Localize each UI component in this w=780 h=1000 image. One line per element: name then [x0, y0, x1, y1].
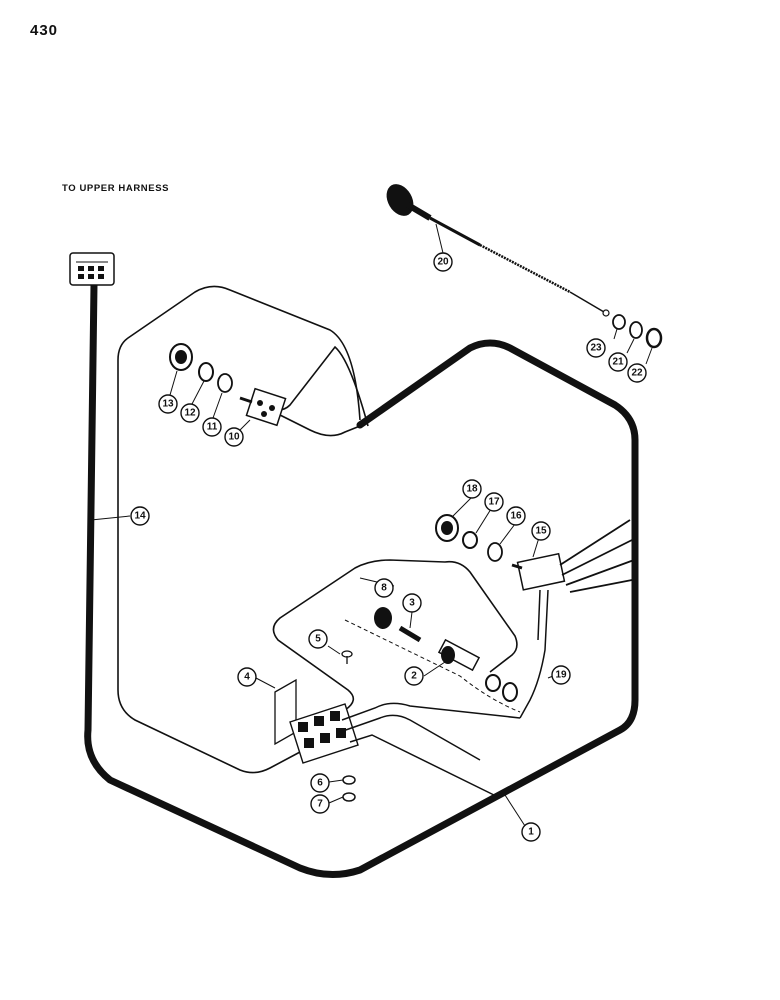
svg-text:2: 2: [411, 671, 417, 682]
callout-5: 5: [308, 629, 328, 649]
screw-5: [341, 650, 353, 664]
svg-text:17: 17: [488, 497, 500, 508]
callout-12: 12: [180, 403, 200, 423]
knob-18: [435, 514, 459, 542]
callout-23: 23: [586, 338, 606, 358]
callout-8: 8: [374, 578, 394, 598]
switch-15: [511, 552, 566, 591]
svg-text:14: 14: [134, 511, 146, 522]
callout-7: 7: [310, 794, 330, 814]
callout-22: 22: [627, 363, 647, 383]
nut-6: [342, 775, 356, 785]
terminal-block: [289, 703, 359, 764]
callout-4: 4: [237, 667, 257, 687]
callout-17: 17: [484, 492, 504, 512]
svg-text:3: 3: [409, 598, 415, 609]
callout-1: 1: [521, 822, 541, 842]
knob-13: [169, 343, 193, 371]
svg-text:4: 4: [244, 672, 250, 683]
svg-text:8: 8: [381, 583, 387, 594]
svg-text:5: 5: [315, 634, 321, 645]
switch-10: [239, 387, 287, 427]
svg-text:22: 22: [631, 368, 643, 379]
svg-text:6: 6: [317, 778, 323, 789]
svg-text:15: 15: [535, 526, 547, 537]
fuse-holder-2: [374, 607, 481, 672]
callout-15: 15: [531, 521, 551, 541]
upper-harness-connector: [69, 252, 115, 286]
callout-3: 3: [402, 593, 422, 613]
callout-16: 16: [506, 506, 526, 526]
washer-12: [198, 362, 214, 382]
callout-19: 19: [551, 665, 571, 685]
nut-7: [342, 792, 356, 802]
callout-10: 10: [224, 427, 244, 447]
choke-cable-20: [386, 184, 610, 317]
svg-text:21: 21: [612, 357, 624, 368]
svg-text:10: 10: [228, 432, 240, 443]
switch-10-wire-loop: [117, 285, 366, 774]
svg-text:23: 23: [590, 343, 602, 354]
washer-2a: [485, 674, 501, 692]
washer-21: [629, 321, 643, 339]
svg-text:1: 1: [528, 827, 534, 838]
svg-text:13: 13: [162, 399, 174, 410]
washer-11: [217, 373, 233, 393]
washer-23: [612, 314, 626, 330]
svg-text:7: 7: [317, 799, 323, 810]
washer-17: [462, 531, 478, 549]
washer-2b: [502, 682, 518, 702]
page-number: 430: [30, 22, 59, 39]
callout-2: 2: [404, 666, 424, 686]
svg-text:18: 18: [466, 484, 478, 495]
callout-21: 21: [608, 352, 628, 372]
callout-18: 18: [462, 479, 482, 499]
terminal-wires: [339, 702, 521, 799]
callout-11: 11: [202, 417, 222, 437]
nut-22: [645, 327, 663, 349]
switch-15-harness: [559, 519, 635, 593]
upper-harness-label: TO UPPER HARNESS: [62, 183, 170, 194]
callout-14: 14: [130, 506, 150, 526]
callout-6: 6: [310, 773, 330, 793]
svg-text:20: 20: [437, 257, 449, 268]
wire-loop-8: [272, 559, 518, 723]
washer-16: [487, 542, 503, 562]
svg-text:19: 19: [555, 670, 567, 681]
svg-text:12: 12: [184, 408, 196, 419]
callout-13: 13: [158, 394, 178, 414]
svg-text:11: 11: [207, 422, 218, 433]
bracket-4: [274, 678, 297, 746]
svg-text:16: 16: [510, 511, 522, 522]
callout-20: 20: [433, 252, 453, 272]
main-harness-cable: [84, 281, 639, 878]
